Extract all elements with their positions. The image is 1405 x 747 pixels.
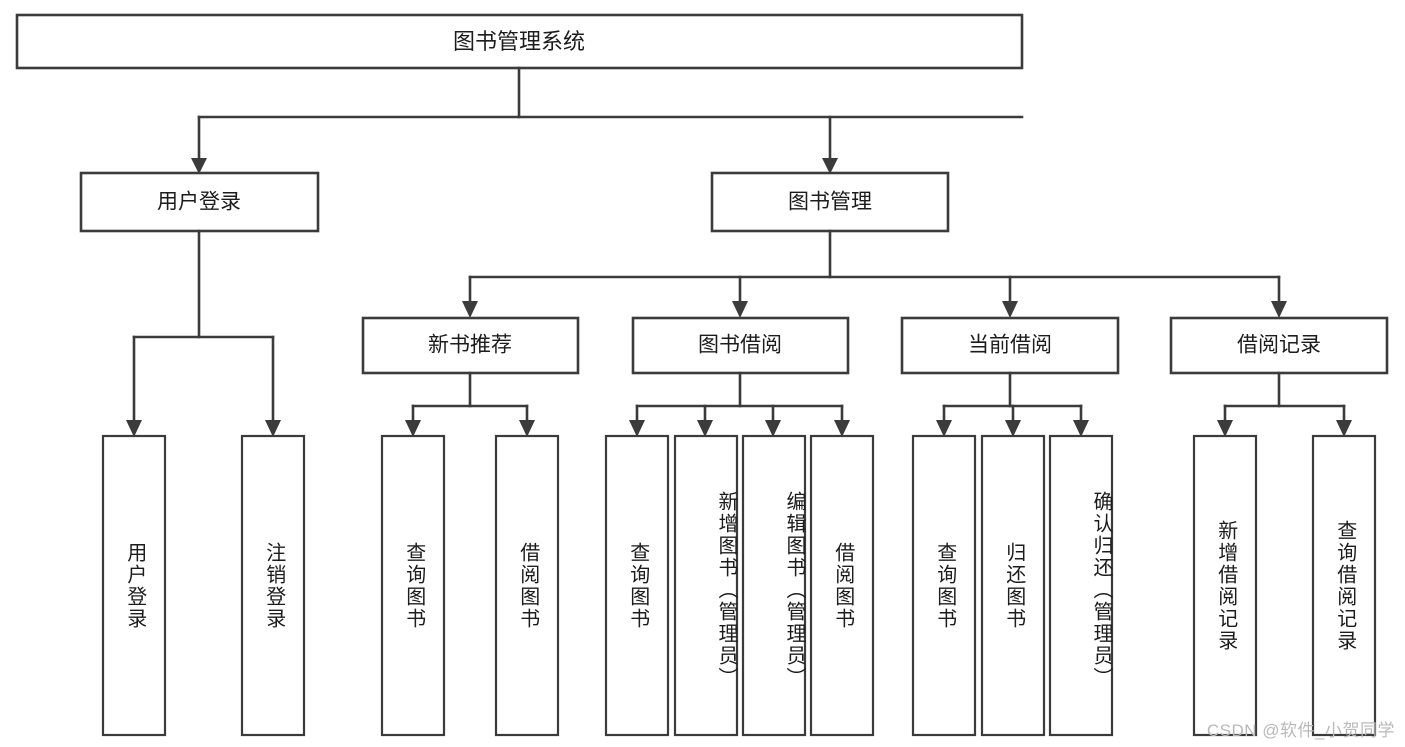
arrow-to-leaf-logout [265,420,281,437]
arrow-nb-leaf-1 [405,420,421,437]
node-new-book-recommend-label: 新书推荐 [428,334,512,357]
arrow-bb-leaf-1 [629,420,645,437]
leaf-box-bb-add-book[interactable] [673,434,739,737]
leaf-box-cb-confirm-return[interactable] [1048,434,1114,737]
arrow-br-leaf-2 [1336,420,1352,437]
node-book-management-label: 图书管理 [788,191,872,214]
arrow-cb-leaf-1 [936,420,952,437]
node-current-borrow-label: 当前借阅 [968,334,1052,357]
node-borrow-record-box[interactable] [1169,316,1389,375]
arrow-bb-leaf-4 [834,420,850,437]
arrow-cb-leaf-2 [1005,420,1021,437]
leaf-box-bb-query-book[interactable] [604,434,670,737]
node-root-box[interactable] [15,13,1024,70]
node-book-borrow-label: 图书借阅 [698,334,782,357]
arrow-to-borrow-record [1271,301,1287,318]
arrow-bb-leaf-3 [765,420,781,437]
arrow-to-book-mgmt [822,158,838,174]
leaf-box-nb-borrow-book[interactable] [494,434,560,737]
leaf-box-br-add-record[interactable] [1192,434,1258,737]
leaf-box-cb-query-book[interactable] [911,434,977,737]
leaf-box-nb-query-book[interactable] [380,434,446,737]
arrow-cb-leaf-3 [1073,420,1089,437]
leaf-box-bb-edit-book[interactable] [741,434,807,737]
node-book-management-box[interactable] [710,171,950,233]
node-borrow-record-label: 借阅记录 [1237,334,1321,357]
node-book-borrow-box[interactable] [631,316,850,375]
node-new-book-recommend-box[interactable] [361,316,580,375]
arrow-to-user-login [191,158,207,174]
leaf-box-logout[interactable] [240,434,306,737]
leaf-box-user-login[interactable] [101,434,167,737]
arrow-bb-leaf-2 [697,420,713,437]
leaf-box-cb-return-book[interactable] [980,434,1046,737]
arrow-nb-leaf-2 [519,420,535,437]
leaf-box-bb-borrow-book[interactable] [809,434,875,737]
arrow-to-new-book [462,301,478,318]
node-current-borrow-box[interactable] [900,316,1120,375]
arrow-to-leaf-user-login [126,420,142,437]
arrow-br-leaf-1 [1217,420,1233,437]
arrow-to-book-borrow [732,301,748,318]
csdn-watermark: CSDN @软件_小贺同学 [1206,721,1395,740]
node-root-label: 图书管理系统 [453,29,585,54]
arrow-to-current-borrow [1002,301,1018,318]
node-user-login-label: 用户登录 [157,191,241,214]
leaf-box-br-query-record[interactable] [1311,434,1377,737]
